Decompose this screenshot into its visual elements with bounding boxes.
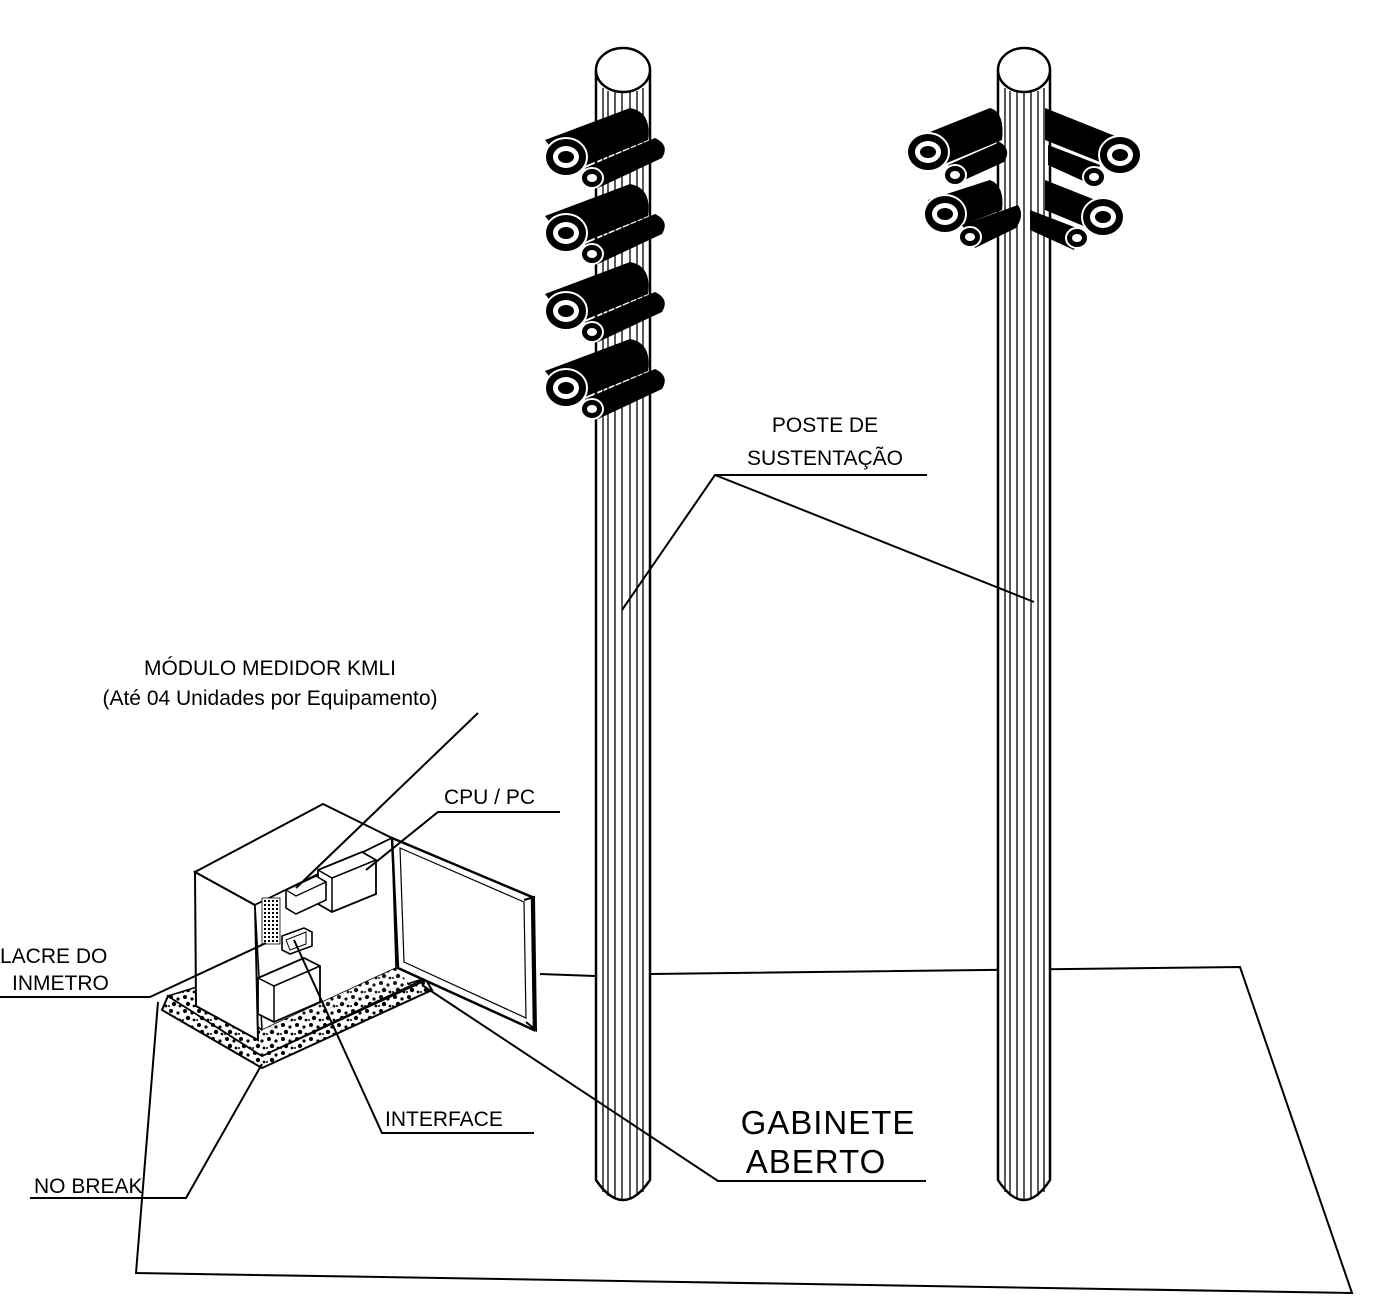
label-lacre-line1: LACRE DO — [0, 945, 108, 968]
cabinet-door — [390, 836, 536, 1032]
label-modulo-line2: (Até 04 Unidades por Equipamento) — [102, 687, 438, 710]
nobreak-box — [257, 957, 321, 1023]
conduit-cluster-right-top — [906, 108, 1142, 188]
conduit-cluster-3 — [544, 262, 665, 343]
label-nobreak: NO BREAK — [34, 1175, 143, 1198]
label-gabinete-line1: GABINETE — [740, 1104, 916, 1141]
kmli-module — [285, 875, 327, 915]
leader-lines — [0, 474, 1035, 1199]
label-poste-line2: SUSTENTAÇÃO — [747, 447, 903, 470]
label-lacre-line2: INMETRO — [12, 972, 109, 995]
label-cpu: CPU / PC — [444, 786, 536, 809]
label-gabinete-line2: ABERTO — [745, 1143, 887, 1180]
conduit-cluster-4 — [544, 339, 665, 420]
interface-box — [281, 927, 313, 955]
cabinet — [160, 802, 538, 1070]
label-modulo-line1: MÓDULO MEDIDOR KMLI — [143, 657, 397, 680]
support-pole-right — [906, 46, 1142, 1202]
conduit-cluster-right-bottom — [923, 180, 1125, 250]
label-interface: INTERFACE — [385, 1108, 503, 1131]
support-pole-left — [544, 46, 665, 1202]
conduit-cluster-1 — [544, 108, 665, 189]
label-poste-line1: POSTE DE — [771, 414, 879, 437]
inmetro-seal — [261, 897, 281, 945]
conduit-cluster-2 — [544, 184, 665, 265]
